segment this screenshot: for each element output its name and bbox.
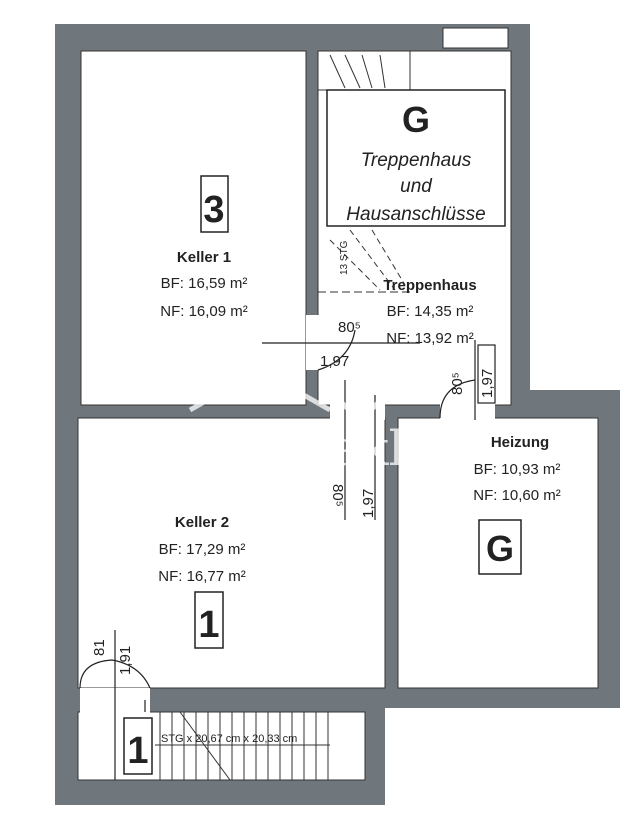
heizung-badge: G [486,528,514,569]
stair-badge: 1 [127,730,148,772]
keller-2-badge-box [194,591,224,649]
common-area-line2: und [400,176,433,197]
watermark: ohne-makler [150,421,455,477]
keller-1-name: Keller 1 [177,249,231,266]
keller-1-badge-box [200,175,229,233]
stair-label: STG x 20,67 cm x 20,33 cm [161,733,297,745]
stairs-bottom [155,711,330,781]
treppenhaus-bf: BF: 14,35 m² [387,303,474,320]
keller-2-bf: BF: 17,29 m² [159,541,246,558]
keller-1-bf: BF: 16,59 m² [161,275,248,292]
stair-badge-box [123,717,153,775]
keller-1-badge: 3 [203,189,224,231]
heizung-name: Heizung [491,434,549,451]
room-keller-1 [80,50,307,406]
common-area-line1: Treppenhaus [361,150,472,171]
door-symbols [79,329,496,780]
stairs-top-label: 13 STG [339,240,350,275]
door-k2-width: 80⁵ [329,484,346,507]
door-heiz-height: 1,97 [479,369,496,398]
door-k2-height: 1,97 [360,489,377,518]
stair-corridor [77,711,366,781]
door-kt-width: 80⁵ [338,319,361,336]
treppenhaus-nf: NF: 13,92 m² [386,330,474,347]
door-bottom-height: 1,91 [117,646,134,675]
door-bottom-width: 81 [91,639,108,656]
watermark-house-icon [188,367,332,413]
keller-2-name: Keller 2 [175,514,229,531]
door-kt-height: 1,97 [320,353,349,370]
watermark-key-icon [335,365,385,415]
treppenhaus-name: Treppenhaus [383,277,476,294]
common-area-box [326,89,506,227]
room-keller-2 [77,417,386,689]
common-area-badge: G [402,99,430,140]
keller-2-nf: NF: 16,77 m² [158,568,246,585]
keller-1-nf: NF: 16,09 m² [160,303,248,320]
door-opening-heiz [440,403,495,420]
heizung-bf: BF: 10,93 m² [474,461,561,478]
door-heiz-width: 80⁵ [449,372,466,395]
heizung-badge-box [478,519,522,575]
heizung-nf: NF: 10,60 m² [473,487,561,504]
window [442,27,509,49]
keller-2-badge: 1 [198,604,219,646]
common-area-line3: Hausanschlüsse [346,204,485,225]
